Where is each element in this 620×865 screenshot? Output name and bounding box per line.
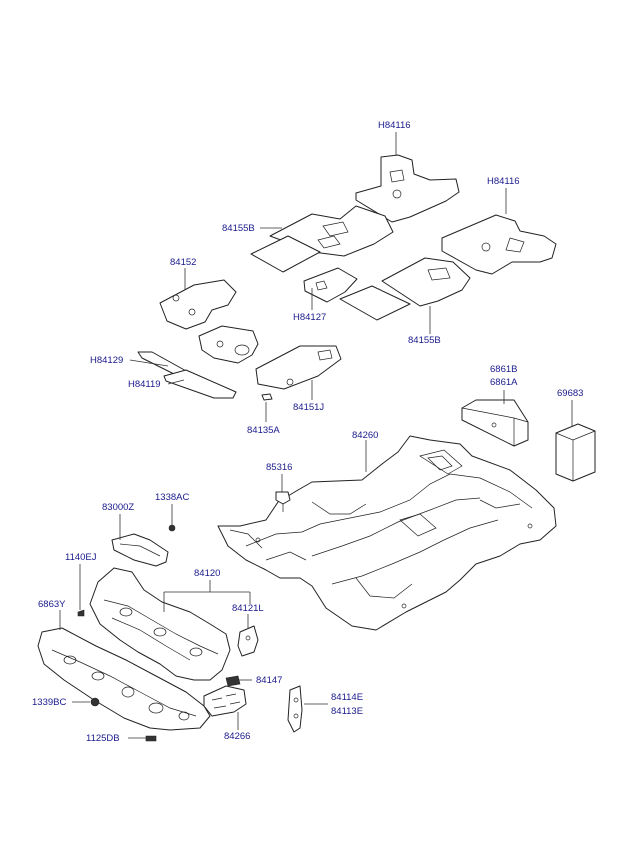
pad-83000z [111, 533, 169, 567]
clip-85316 [275, 491, 291, 512]
label-h84129: H84129 [90, 355, 123, 366]
fastener-1338ac [168, 524, 176, 532]
label-84152: 84152 [170, 257, 196, 268]
block-6861 [461, 399, 529, 447]
fastener-1339bc [90, 697, 100, 707]
bracket-84147 [225, 675, 241, 687]
pad-h84116-right [441, 214, 557, 275]
leader-lines [59, 132, 573, 739]
label-1125db: 1125DB [86, 733, 120, 744]
label-h84119: H84119 [128, 379, 161, 390]
label-85316: 85316 [266, 462, 292, 473]
pad-h84119 [163, 369, 237, 399]
part-labels: H84116 H84116 84155B 84152 H84127 84155B… [32, 120, 583, 744]
pad-6863y [37, 627, 211, 731]
clip-84135a [261, 393, 273, 401]
label-1338ac: 1338AC [155, 492, 189, 503]
label-84266: 84266 [224, 731, 250, 742]
label-6863y: 6863Y [38, 599, 66, 610]
label-1339bc: 1339BC [32, 697, 66, 708]
fastener-1125db [145, 735, 157, 742]
label-84120: 84120 [194, 568, 220, 579]
label-84121l: 84121L [232, 603, 264, 614]
label-h84127: H84127 [293, 312, 326, 323]
pad-84155b-left [250, 205, 394, 273]
label-6861b: 6861B [490, 364, 517, 375]
label-84114e: 84114E [331, 692, 363, 703]
pad-84151j [255, 345, 342, 390]
bracket-84121l [237, 625, 259, 657]
label-1140ej: 1140EJ [65, 552, 97, 563]
label-69683: 69683 [557, 388, 583, 399]
carpet-84260 [217, 435, 557, 631]
label-h84116-top: H84116 [378, 120, 411, 131]
pad-84152 [159, 279, 259, 364]
pad-84266 [203, 685, 247, 717]
label-84113e: 84113E [331, 706, 363, 717]
label-84147: 84147 [256, 675, 282, 686]
fastener-1140ej [77, 609, 85, 617]
label-6861a: 6861A [490, 377, 518, 388]
label-h84116-right: H84116 [487, 176, 520, 187]
pad-84155b-right [339, 257, 471, 321]
label-84260: 84260 [352, 430, 378, 441]
block-69683 [555, 423, 596, 482]
bracket-84114e [287, 685, 303, 733]
label-83000z: 83000Z [102, 502, 134, 513]
pad-h84116-top [355, 154, 460, 223]
label-84155b-left: 84155B [222, 223, 255, 234]
label-84151j: 84151J [293, 402, 324, 413]
pad-h84127 [303, 267, 358, 303]
pad-84120 [89, 567, 231, 681]
label-84155b-right: 84155B [408, 335, 441, 346]
label-84135a: 84135A [247, 425, 280, 436]
